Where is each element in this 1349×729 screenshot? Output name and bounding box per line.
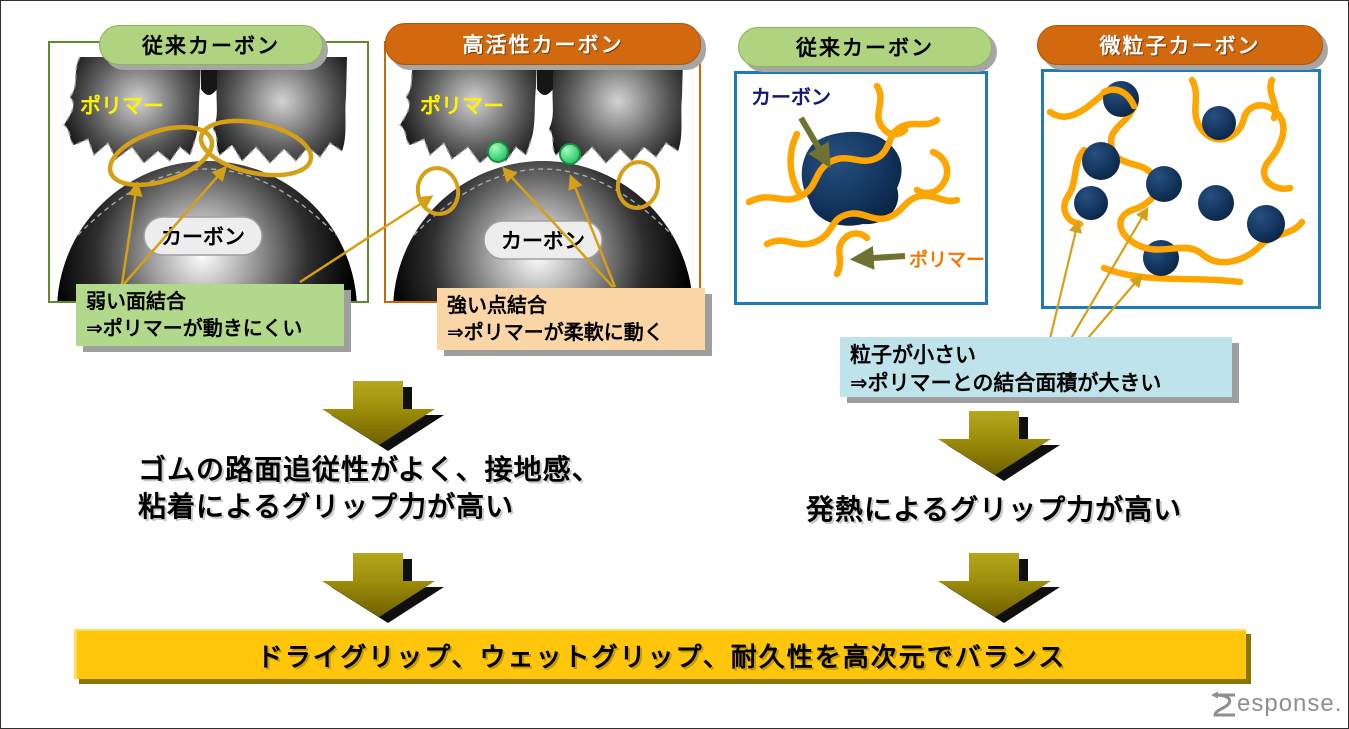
down-arrow-left-bottom [322, 553, 444, 623]
conclusion-left: ゴムの路面追従性がよく、接地感、 粘着によるグリップ力が高い [138, 451, 601, 525]
polymer-strands [745, 82, 961, 278]
polymer-blob-left [64, 57, 201, 163]
pill-label: 従来カーボン [142, 35, 280, 58]
pill-fine-particle-carbon: 微粒子カーボン [1037, 25, 1323, 65]
note-line1: 強い点結合 [447, 295, 547, 317]
note-strong-point-bond: 強い点結合 ⇒ポリマーが柔軟に動く [437, 288, 705, 350]
polymer-label: ポリマー [420, 94, 504, 118]
polymer-label: ポリマー [80, 94, 164, 118]
note-line2: ⇒ポリマーが柔軟に動く [447, 322, 664, 344]
open-circle-right [615, 160, 661, 210]
pill-label: 微粒子カーボン [1099, 35, 1261, 58]
conclusion-left-line2: 粘着によるグリップ力が高い [138, 491, 515, 522]
polymer-blob-left [400, 57, 537, 163]
down-arrow-right-bottom [938, 553, 1060, 623]
note-line1: 弱い面結合 [86, 291, 186, 313]
schematic-fine-particle [1046, 76, 1306, 286]
open-circle-left [415, 166, 461, 216]
pill-label: 従来カーボン [796, 37, 934, 60]
watermark-text: esponse. [1237, 690, 1343, 717]
down-arrow-left-top [322, 381, 444, 451]
weak-bond-ellipse-right [198, 118, 314, 178]
summary-banner-text: ドライグリップ、ウェットグリップ、耐久性を高次元でバランス [256, 641, 1067, 672]
carbon-label: カーボン [161, 226, 245, 249]
dashed-outline-left [63, 56, 197, 165]
schematic-conventional: カーボン ポリマー [745, 82, 985, 278]
dashed-outline-right [548, 128, 679, 165]
response-logo-icon [1211, 691, 1235, 717]
carbon-label: カーボン [501, 230, 585, 253]
conclusion-left-line1: ゴムの路面追従性がよく、接地感、 [138, 454, 601, 485]
note-line2: ⇒ポリマーが動きにくい [86, 318, 303, 340]
dashed-outline-left [399, 56, 533, 165]
polymer-blob-right [213, 57, 347, 163]
micro-image-conventional: ポリマー カーボン [57, 56, 357, 301]
pill-label: 高活性カーボン [462, 34, 624, 57]
pill-high-activity-carbon: 高活性カーボン [385, 23, 701, 65]
dashed-outline-right [212, 128, 343, 165]
note-small-particles: 粒子が小さい ⇒ポリマーとの結合面積が大きい [840, 337, 1232, 397]
polymer-pointer-arrow [849, 245, 906, 270]
carbon-pill: カーボン [483, 220, 603, 260]
note-line1: 粒子が小さい [850, 344, 976, 367]
carbon-pointer-arrow [798, 116, 831, 169]
micro-image-high-activity: ポリマー カーボン [393, 56, 693, 301]
conclusion-right: 発熱によるグリップ力が高い [806, 494, 1183, 525]
point-bond-dot-right [559, 143, 581, 165]
point-bond-dot-left [487, 141, 509, 163]
summary-banner: ドライグリップ、ウェットグリップ、耐久性を高次元でバランス [74, 629, 1246, 679]
pill-conventional-carbon-1: 従来カーボン [99, 25, 323, 65]
polymer-neck [537, 57, 554, 95]
polymer-blob-right [549, 57, 683, 163]
note-line2: ⇒ポリマーとの結合面積が大きい [850, 372, 1162, 396]
polymer-neck [201, 57, 218, 95]
watermark-response: esponse. [1205, 689, 1342, 719]
note-weak-surface-bond: 弱い面結合 ⇒ポリマーが動きにくい [76, 284, 344, 346]
down-arrow-right-top [938, 411, 1060, 481]
pill-conventional-carbon-2: 従来カーボン [738, 27, 992, 67]
carbon-label: カーボン [751, 86, 831, 109]
polymer-label: ポリマー [909, 248, 985, 271]
carbon-pill: カーボン [143, 216, 263, 256]
